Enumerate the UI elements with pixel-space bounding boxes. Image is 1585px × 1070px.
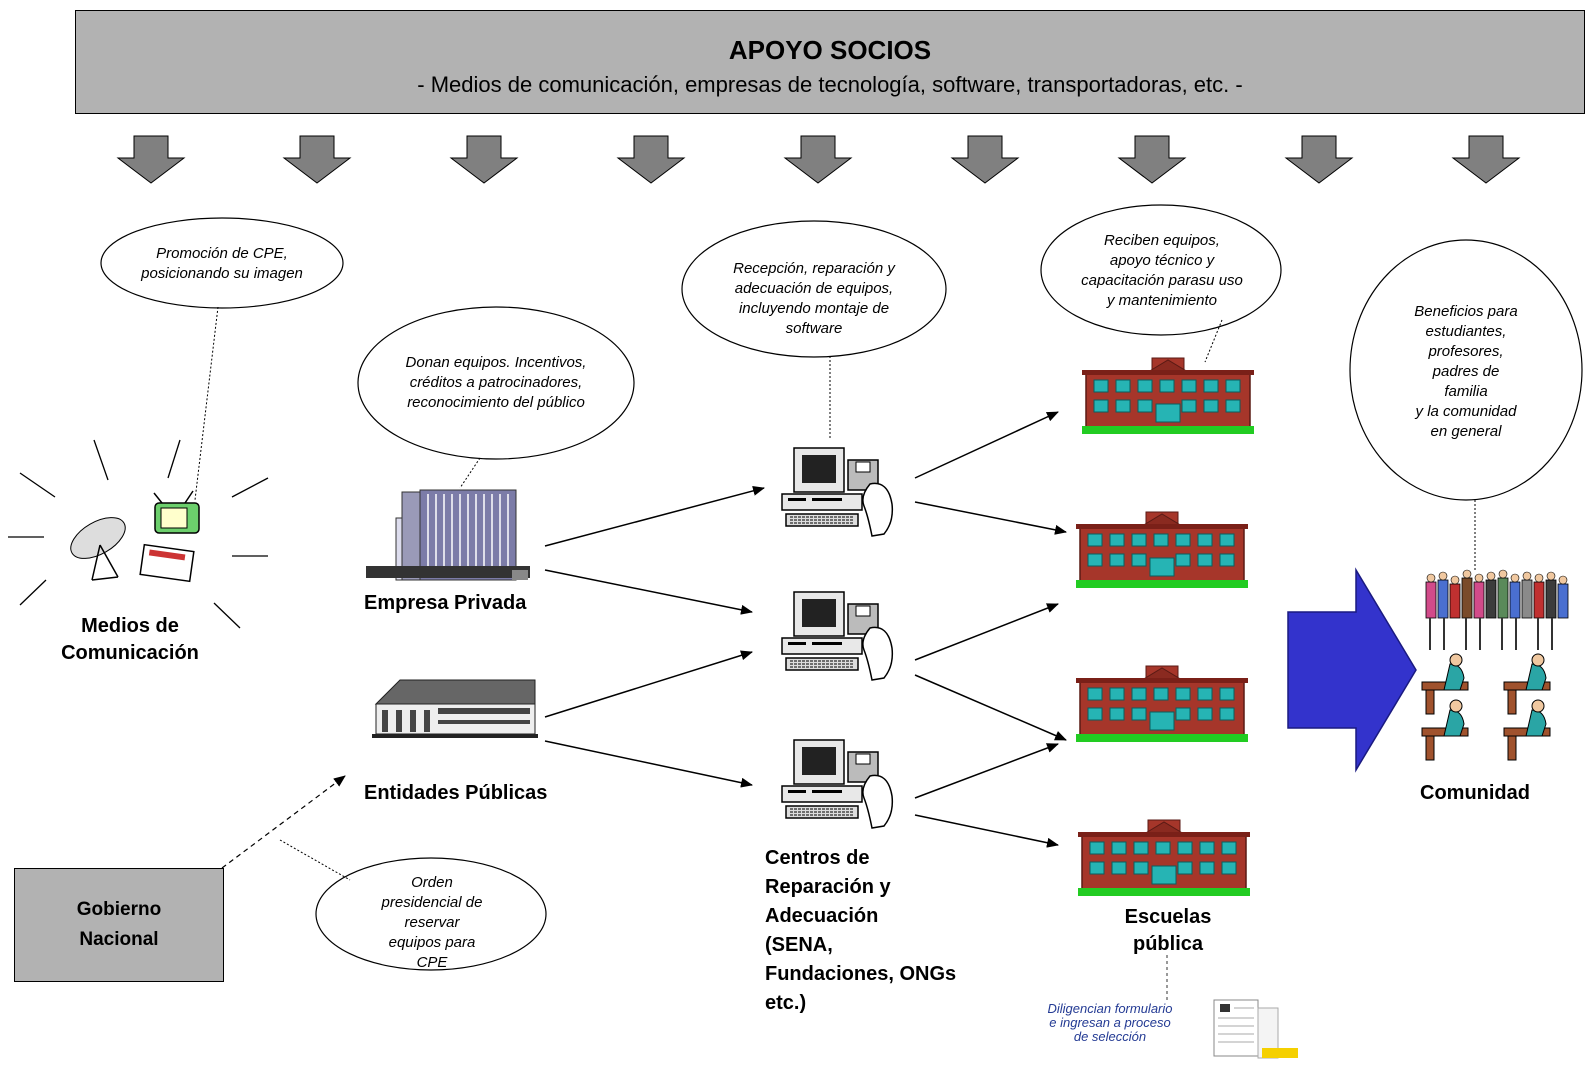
bubble-reciben-shape [1040, 204, 1282, 336]
down-arrow [950, 135, 1020, 184]
office-building-icon [366, 489, 530, 581]
student-desk-icon [1421, 653, 1551, 761]
school-icon [1081, 357, 1255, 435]
label-empresa-privada: Empresa Privada [364, 592, 527, 614]
down-arrows [116, 135, 1521, 184]
down-arrow [116, 135, 186, 184]
label-entidades-publicas: Entidades Públicas [364, 782, 548, 804]
government-building-icon [372, 679, 538, 738]
down-arrow [282, 135, 352, 184]
bubble-promocion: Promoción de CPE,posicionando su imagen [141, 245, 303, 282]
computer-icon [781, 739, 894, 829]
banner-title: APOYO SOCIOS [728, 35, 932, 65]
label-escuelas: Escuelas pública [1124, 906, 1212, 955]
down-arrow [449, 135, 519, 184]
bubble-orden-shape [315, 857, 547, 971]
media-icon [8, 439, 269, 629]
down-arrow [1117, 135, 1187, 184]
people-icon [1425, 569, 1569, 650]
school-icon [1077, 819, 1251, 897]
bubble-beneficios-shape [1349, 239, 1583, 501]
down-arrow [1451, 135, 1521, 184]
big-blue-arrow [1287, 567, 1417, 773]
school-icon [1075, 665, 1249, 743]
down-arrow [783, 135, 853, 184]
bubble-promocion-shape [100, 217, 344, 309]
school-icon [1075, 511, 1249, 589]
down-arrow [1284, 135, 1354, 184]
label-comunidad: Comunidad [1420, 782, 1530, 804]
label-medios: Medios de Comunicación [61, 615, 199, 664]
computer-icon [781, 447, 894, 537]
apoyo-socios-banner: APOYO SOCIOS - Medios de comunicación, e… [75, 10, 1585, 114]
computer-icon [781, 591, 894, 681]
bubble-donan: Donan equipos. Incentivos,créditos a pat… [405, 354, 587, 411]
form-document-icon [1213, 999, 1298, 1059]
banner-subtitle: - Medios de comunicación, empresas de te… [417, 72, 1243, 97]
form-note: Diligencian formulario e ingresan a proc… [1047, 1001, 1173, 1044]
bubble-recepcion-shape [681, 220, 947, 358]
bubble-donan-shape [357, 306, 635, 460]
down-arrow [616, 135, 686, 184]
gobierno-nacional-box: Gobierno Nacional [14, 868, 224, 982]
